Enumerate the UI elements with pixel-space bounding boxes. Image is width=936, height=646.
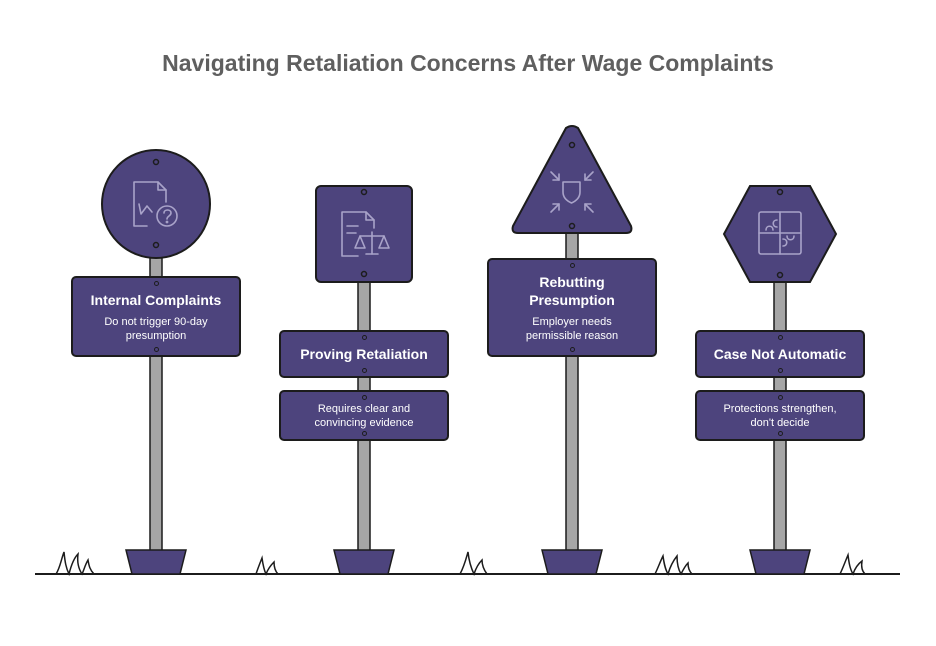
sign-case-not-automatic-detail: Protections strengthen, don't decide	[695, 390, 865, 441]
sign-heading: Proving Retaliation	[300, 346, 428, 362]
panel-bolt	[361, 368, 367, 373]
sign-heading: Rebutting Presumption	[529, 273, 615, 308]
circle-sign	[101, 149, 211, 259]
sign-case-not-automatic: Case Not Automatic	[695, 330, 865, 378]
panel-bolt	[777, 368, 783, 373]
base-4	[749, 549, 811, 575]
grass-tufts	[55, 551, 866, 577]
sign-tops	[101, 125, 838, 283]
sign-rebutting-presumption: Rebutting Presumption Employer needs per…	[487, 258, 657, 357]
pole-bases	[125, 549, 811, 575]
panel-bolt	[777, 395, 783, 400]
sign-proving-retaliation-detail: Requires clear and convincing evidence	[279, 390, 449, 441]
base-3	[541, 549, 603, 575]
panel-bolt	[153, 281, 159, 286]
sign-proving-retaliation: Proving Retaliation	[279, 330, 449, 378]
shield-arrows-icon	[550, 171, 594, 213]
diagram-title: Navigating Retaliation Concerns After Wa…	[162, 50, 774, 76]
sign-heading: Internal Complaints	[90, 291, 222, 308]
document-scales-icon	[341, 211, 390, 257]
poles	[149, 231, 787, 552]
panel-bolt	[361, 395, 367, 400]
sign-heading: Case Not Automatic	[713, 346, 847, 362]
sign-internal-complaints: Internal Complaints Do not trigger 90-da…	[71, 276, 241, 357]
sign-description: Employer needs permissible reason	[525, 315, 619, 342]
panel-bolt	[569, 263, 575, 268]
panel-bolt	[777, 335, 783, 340]
base-1	[125, 549, 187, 575]
sign-bolts	[152, 141, 784, 279]
sign-description: Requires clear and convincing evidence	[314, 402, 414, 429]
panel-bolt	[361, 335, 367, 340]
triangle-sign	[511, 125, 633, 234]
base-2	[333, 549, 395, 575]
panel-bolt	[569, 347, 575, 352]
panel-bolt	[777, 431, 783, 436]
panel-bolt	[153, 347, 159, 352]
document-chart-question-icon	[133, 181, 178, 227]
square-sign	[315, 185, 413, 283]
sign-description: Protections strengthen, don't decide	[723, 402, 837, 429]
panel-bolt	[361, 431, 367, 436]
sign-description: Do not trigger 90-day presumption	[104, 315, 208, 342]
puzzle-pieces-icon	[758, 211, 802, 255]
